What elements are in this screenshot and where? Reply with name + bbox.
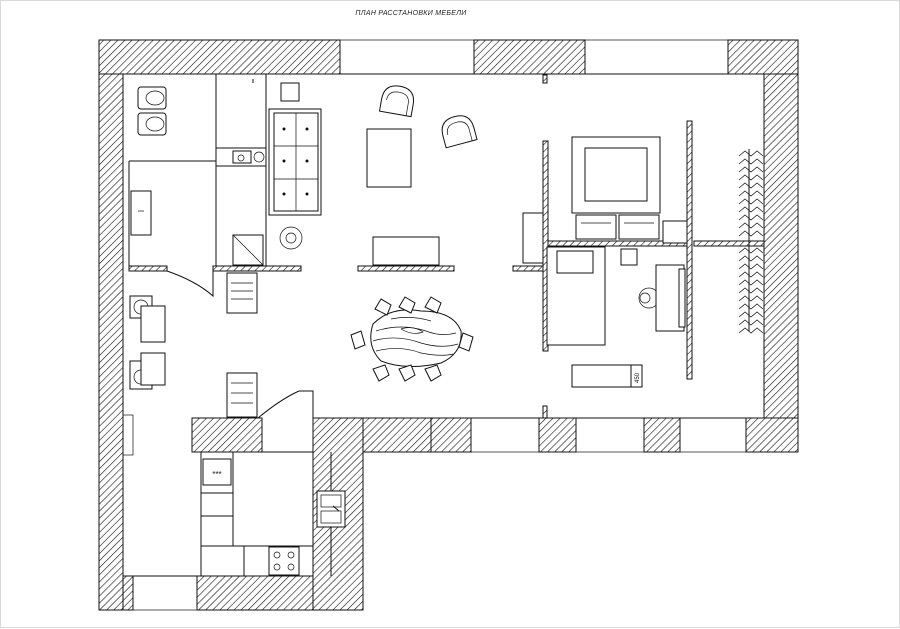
hanger-mark xyxy=(738,198,764,205)
hanger-mark xyxy=(738,271,764,278)
hanger-mark xyxy=(738,222,764,229)
kitchen: *** xyxy=(200,451,346,576)
hanger-mark xyxy=(738,327,764,334)
hanger-mark xyxy=(738,158,764,165)
exterior-walls xyxy=(98,39,799,611)
storage xyxy=(226,272,258,418)
hanger-mark xyxy=(738,150,764,157)
living-area xyxy=(268,82,478,266)
hanger-mark xyxy=(738,166,764,173)
bathroom xyxy=(130,79,265,266)
second-bedroom: 450 xyxy=(546,246,686,388)
dining-area xyxy=(350,296,474,382)
laundry xyxy=(129,295,166,390)
hanger-mark xyxy=(738,279,764,286)
hanger-mark xyxy=(738,182,764,189)
hanger-mark xyxy=(738,214,764,221)
hanger-mark xyxy=(738,230,764,237)
hanger-mark xyxy=(738,295,764,302)
hanger-mark xyxy=(738,311,764,318)
hanger-mark xyxy=(738,174,764,181)
bench-dimension: 450 xyxy=(635,372,641,383)
hanger-mark xyxy=(738,263,764,270)
hanger-mark xyxy=(738,303,764,310)
bedroom xyxy=(522,136,688,264)
drawing-title: ПЛАН РАССТАНОВКИ МЕБЕЛИ xyxy=(355,10,467,17)
hanger-mark xyxy=(738,255,764,262)
hanger-mark xyxy=(738,287,764,294)
hanger-mark xyxy=(738,319,764,326)
svg-text:***: *** xyxy=(212,470,221,479)
wardrobe-hangers xyxy=(738,149,764,334)
doors xyxy=(166,266,314,419)
hanger-mark xyxy=(738,190,764,197)
hanger-mark xyxy=(738,247,764,254)
hanger-mark xyxy=(738,206,764,213)
